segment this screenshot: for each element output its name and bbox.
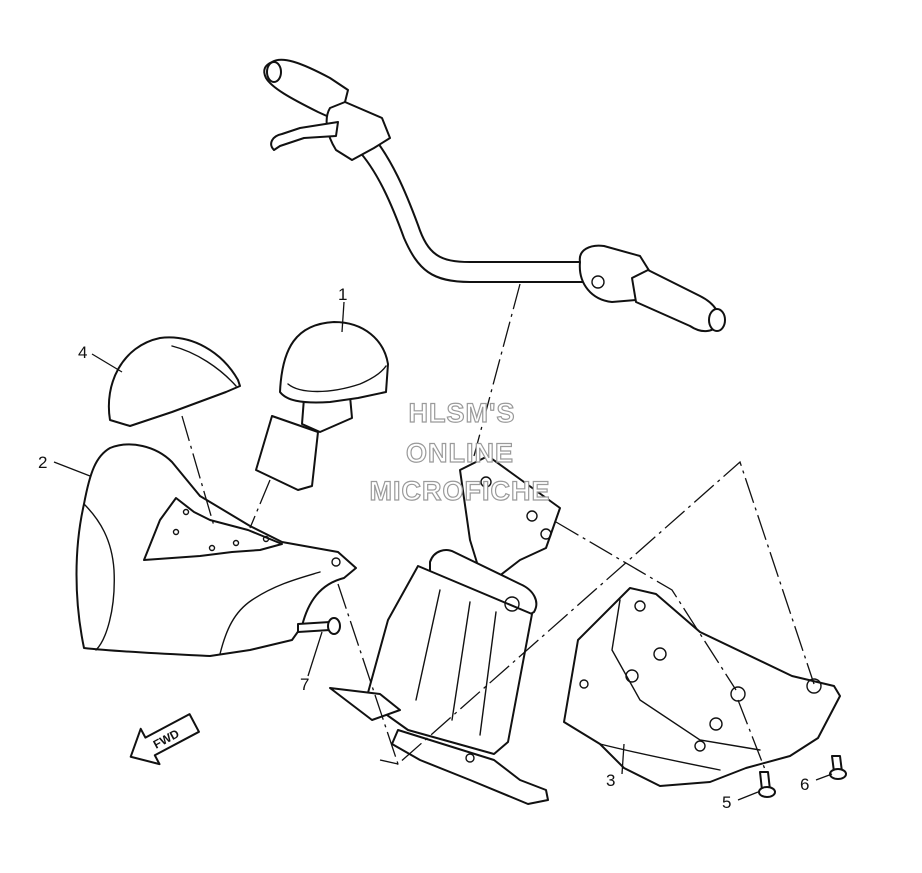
meter-bracket (329, 455, 561, 805)
handlebar (263, 58, 726, 332)
fwd-arrow-icon: FWD (129, 713, 200, 766)
callout-6: 6 (800, 775, 809, 794)
assembly-lines (181, 283, 815, 773)
watermark-line-3: MICROFICHE (370, 476, 551, 506)
callout-2: 2 (38, 453, 47, 472)
callout-7: 7 (300, 675, 309, 694)
part-6-bolt (829, 755, 847, 780)
part-3-lower-cover (563, 587, 841, 787)
watermark-line-1: HLSM'S (409, 398, 516, 428)
callout-1: 1 (338, 285, 347, 304)
callout-4: 4 (78, 343, 87, 362)
leader-lines (53, 301, 833, 801)
part-1-meter-cover (255, 321, 389, 491)
part-2-front-cowling (75, 443, 357, 657)
part-4-top-cover (107, 336, 241, 427)
part-7-screw (297, 617, 341, 635)
watermark: HLSM'S ONLINE MICROFICHE (369, 397, 551, 506)
watermark-line-2: ONLINE (406, 438, 514, 468)
callout-5: 5 (722, 793, 731, 812)
callout-3: 3 (606, 771, 615, 790)
part-5-bolt (758, 771, 776, 798)
